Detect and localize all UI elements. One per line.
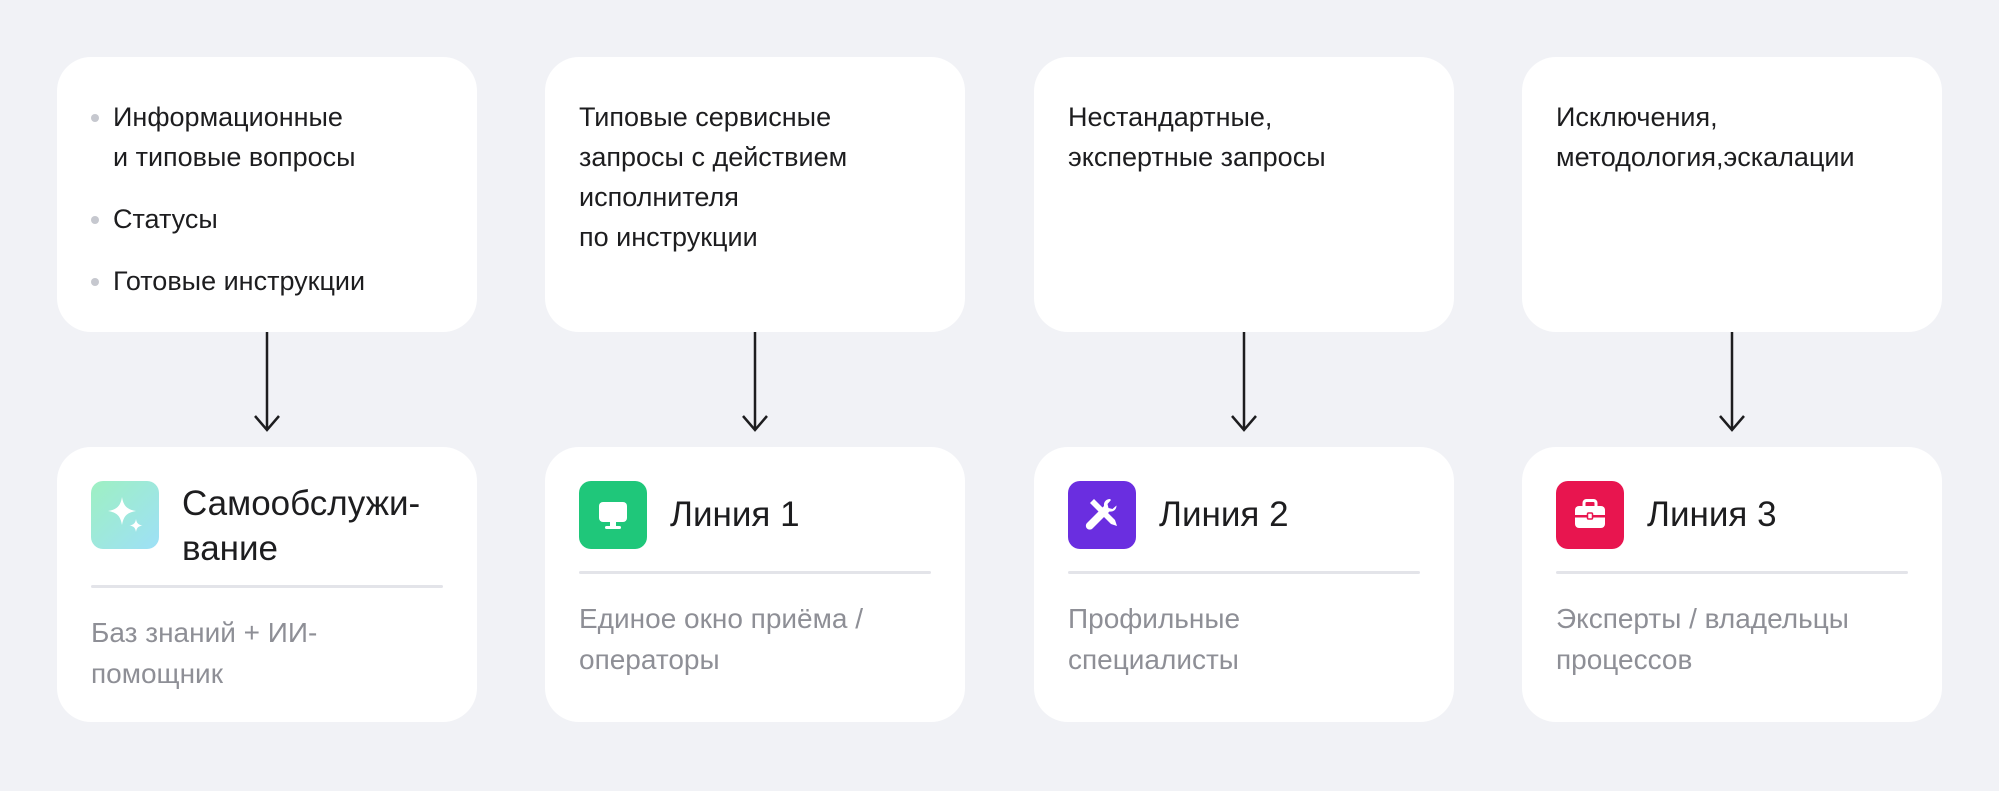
support-level-header: Линия 3 [1556,481,1908,549]
request-types-list: Информационные и типовые вопросы Статусы… [91,97,443,301]
divider [1068,571,1420,574]
down-arrow [1522,332,1942,447]
support-level-header: Линия 1 [579,481,931,549]
request-types-text: Типовые сервисные запросы с действием ис… [579,102,848,252]
support-level-header: Самообслужи- вание [91,481,443,571]
divider [579,571,931,574]
divider [91,585,443,588]
list-item: Статусы [91,199,443,239]
column-line-3: Исключения, методология,эскалации Линия … [1522,57,1942,722]
request-types-text: Исключения, методология,эскалации [1556,102,1855,172]
list-item: Информационные и типовые вопросы [91,97,443,177]
request-types-card: Исключения, методология,эскалации [1522,57,1942,332]
monitor-icon [579,481,647,549]
support-level-description: Баз знаний + ИИ- помощник [91,617,318,689]
list-item: Готовые инструкции [91,261,443,301]
arrow-down-icon [1231,332,1257,432]
request-types-text: Нестандартные, экспертные запросы [1068,102,1326,172]
briefcase-icon [1556,481,1624,549]
request-types-card: Типовые сервисные запросы с действием ис… [545,57,965,332]
support-level-card: Линия 1 Единое окно приёма / операторы [545,447,965,722]
down-arrow [1034,332,1454,447]
sparkle-icon [91,481,159,549]
column-line-1: Типовые сервисные запросы с действием ис… [545,57,965,722]
column-line-2: Нестандартные, экспертные запросы Линия … [1034,57,1454,722]
support-level-title: Самообслужи- вание [182,484,421,568]
down-arrow [545,332,965,447]
support-level-title: Линия 3 [1647,495,1777,534]
request-types-card: Информационные и типовые вопросы Статусы… [57,57,477,332]
column-self-service: Информационные и типовые вопросы Статусы… [57,57,477,722]
support-level-header: Линия 2 [1068,481,1420,549]
support-level-title: Линия 2 [1159,495,1289,534]
support-level-card: Самообслужи- вание Баз знаний + ИИ- помо… [57,447,477,722]
down-arrow [57,332,477,447]
support-level-description: Эксперты / владельцы процессов [1556,603,1849,675]
support-level-title: Линия 1 [670,495,800,534]
arrow-down-icon [1719,332,1745,432]
support-level-card: Линия 3 Эксперты / владельцы процессов [1522,447,1942,722]
tools-icon [1068,481,1136,549]
arrow-down-icon [254,332,280,432]
request-types-card: Нестандартные, экспертные запросы [1034,57,1454,332]
support-level-card: Линия 2 Профильные специалисты [1034,447,1454,722]
divider [1556,571,1908,574]
arrow-down-icon [742,332,768,432]
support-level-description: Профильные специалисты [1068,603,1241,675]
support-level-description: Единое окно приёма / операторы [579,603,864,675]
